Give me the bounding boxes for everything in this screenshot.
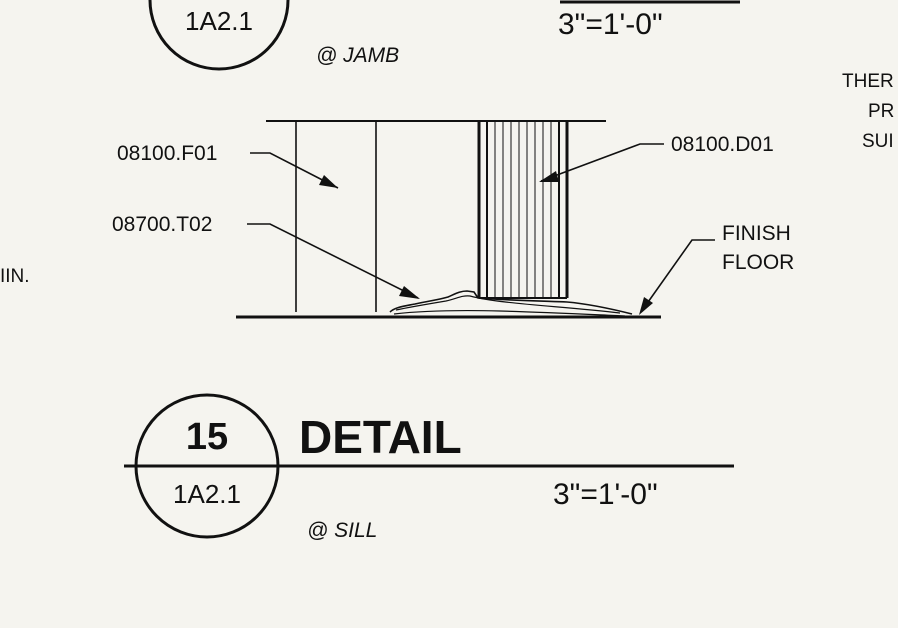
threshold-tag-label: 08700.T02 <box>112 213 212 236</box>
label-finish-floor: FINISH FLOOR <box>639 222 794 315</box>
label-door: 08100.D01 <box>539 133 774 182</box>
detail-sheet-ref: 1A2.1 <box>173 479 241 509</box>
top-detail-bubble-circle <box>148 0 290 71</box>
door-tag-label: 08100.D01 <box>671 133 774 156</box>
top-detail-location: @ JAMB <box>316 44 399 67</box>
top-detail-sheet-ref: 1A2.1 <box>185 6 253 36</box>
top-detail-callout: 1A2.1 3"=1'-0" @ JAMB <box>148 0 740 71</box>
detail-scale: 3"=1'-0" <box>553 478 658 511</box>
right-edge-note-line3: SUI <box>862 131 894 152</box>
door-leader-line <box>540 143 664 182</box>
threshold-leader-arrowhead <box>399 286 420 299</box>
finish-floor-leader-line <box>640 239 715 313</box>
frame-leader-arrowhead <box>319 175 338 188</box>
finish-floor-leader-arrowhead <box>639 297 653 315</box>
detail-title: DETAIL <box>299 411 462 463</box>
right-edge-note-line1: THER <box>842 71 894 92</box>
left-edge-note: IIN. <box>0 266 30 287</box>
door-leaf <box>477 121 569 299</box>
top-detail-scale: 3"=1'-0" <box>558 8 663 41</box>
label-threshold: 08700.T02 <box>112 213 420 299</box>
frame-tag-label: 08100.F01 <box>117 142 217 165</box>
sill-section-drawing <box>236 120 661 319</box>
detail-title-block: 15 1A2.1 DETAIL 3"=1'-0" @ SILL <box>124 393 734 542</box>
threshold-profile <box>389 290 633 315</box>
right-edge-note-line2: PR <box>868 101 894 122</box>
threshold-leader-line <box>247 223 419 299</box>
frame-leader-line <box>250 152 339 189</box>
label-frame: 08100.F01 <box>117 142 339 189</box>
detail-location: @ SILL <box>307 519 377 542</box>
finish-floor-label-line2: FLOOR <box>722 251 794 274</box>
door-leader-arrowhead <box>539 171 559 182</box>
threshold-profile-lower <box>393 310 626 317</box>
finish-floor-label-line1: FINISH <box>722 222 791 245</box>
detail-number: 15 <box>186 416 228 458</box>
threshold-profile-inner <box>395 295 621 314</box>
